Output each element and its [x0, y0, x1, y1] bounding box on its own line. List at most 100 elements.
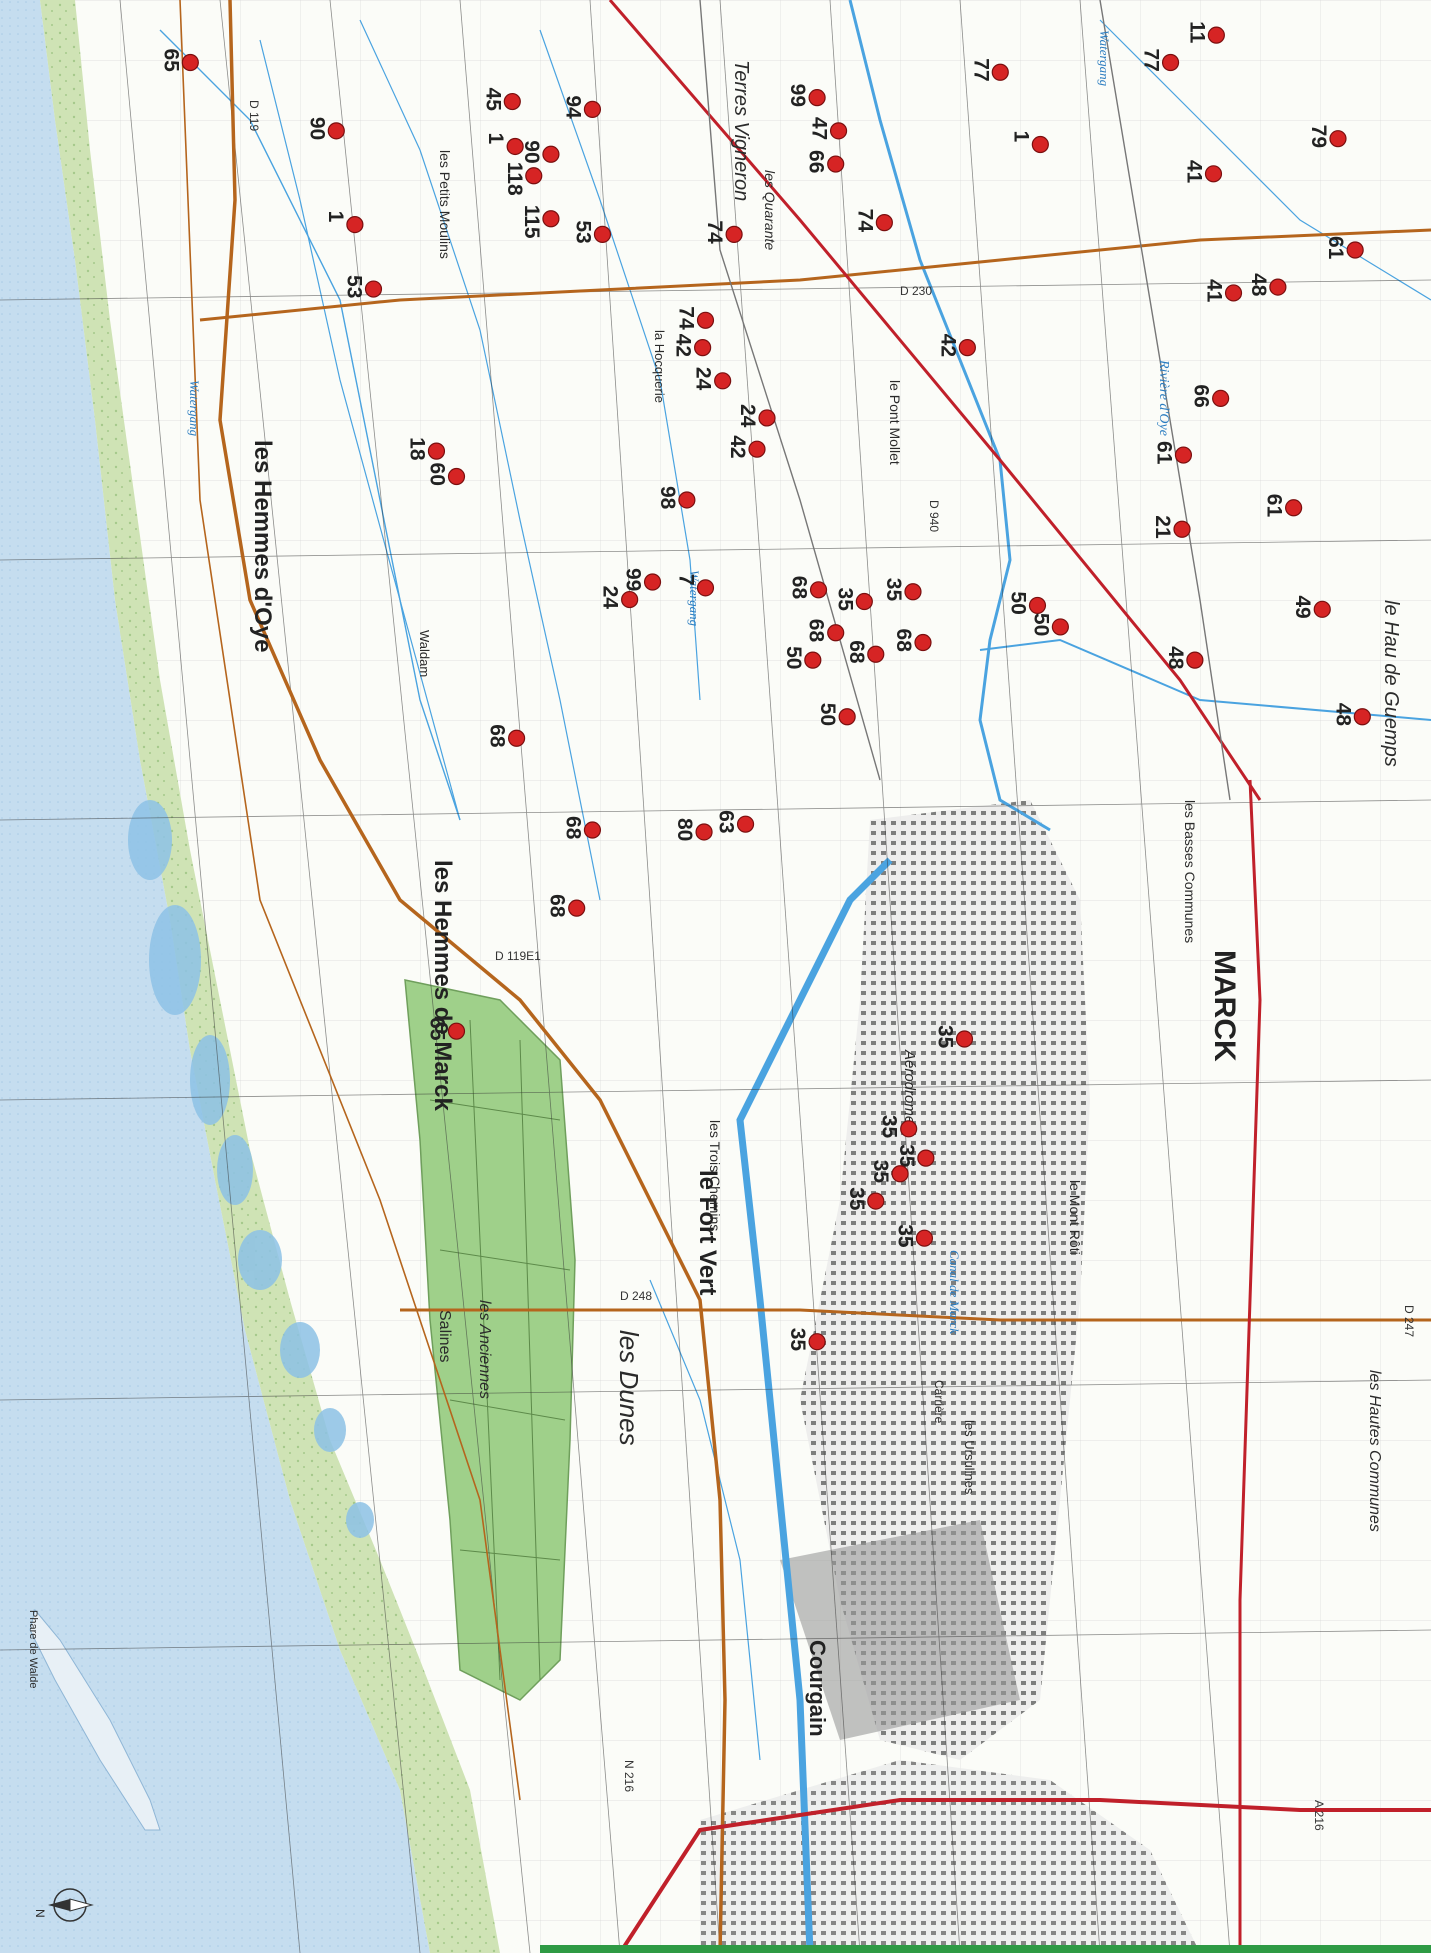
sample-point-marker[interactable]	[1028, 596, 1047, 615]
sample-point-marker[interactable]	[678, 491, 696, 509]
sample-point-marker[interactable]	[1346, 241, 1364, 259]
sample-point-marker[interactable]	[867, 1192, 885, 1210]
sample-point-marker[interactable]	[891, 1165, 909, 1183]
label-basses-communes: les Basses Communes	[1182, 800, 1198, 943]
label-petits-moulins: les Petits Moulins	[437, 150, 453, 259]
sample-point-label: 48	[1164, 646, 1187, 670]
sample-point-marker[interactable]	[506, 137, 524, 156]
sample-point-marker[interactable]	[542, 145, 560, 163]
sample-point-marker[interactable]	[1285, 499, 1303, 517]
sample-point-marker[interactable]	[364, 280, 383, 298]
sample-point-marker[interactable]	[855, 592, 873, 611]
sample-point-marker[interactable]	[838, 708, 856, 726]
sample-point-marker[interactable]	[427, 442, 446, 460]
sample-point-marker[interactable]	[808, 89, 826, 107]
sample-point-label: 35	[895, 1144, 918, 1168]
sample-point-marker[interactable]	[804, 651, 822, 669]
sample-point-marker[interactable]	[695, 823, 713, 841]
sample-point-marker[interactable]	[507, 729, 526, 747]
sample-point-marker[interactable]	[447, 467, 466, 486]
sample-point-marker[interactable]	[725, 225, 743, 243]
label-d247: D 247	[1402, 1305, 1416, 1337]
sample-point-marker[interactable]	[696, 579, 715, 597]
sample-point-label: 74	[703, 220, 726, 244]
sample-point-marker[interactable]	[1204, 165, 1223, 183]
sample-point-marker[interactable]	[1174, 446, 1193, 464]
sample-point-marker[interactable]	[447, 1022, 466, 1040]
sample-point-marker[interactable]	[955, 1030, 974, 1048]
sample-point-marker[interactable]	[346, 215, 364, 234]
sample-point-marker[interactable]	[621, 590, 639, 609]
sample-point-marker[interactable]	[1161, 53, 1180, 72]
sample-point-marker[interactable]	[714, 372, 732, 390]
sample-point-label: 41	[1203, 279, 1226, 303]
sample-point-label: 35	[893, 1224, 916, 1248]
sample-point-marker[interactable]	[1051, 618, 1069, 636]
sample-point-marker[interactable]	[542, 210, 560, 228]
sample-point-marker[interactable]	[829, 122, 848, 140]
sample-point-marker[interactable]	[1031, 135, 1049, 154]
sample-point-marker[interactable]	[736, 815, 755, 833]
sample-point-marker[interactable]	[827, 155, 845, 173]
sample-point-marker[interactable]	[904, 583, 922, 601]
sample-point-label: 18	[405, 437, 428, 461]
sample-point-marker[interactable]	[827, 624, 845, 642]
north-label: N	[33, 1909, 47, 1918]
sample-point-label: 35	[786, 1328, 809, 1352]
sample-point-marker[interactable]	[958, 339, 976, 357]
sample-point-marker[interactable]	[867, 645, 885, 663]
sample-point-marker[interactable]	[593, 225, 612, 243]
sample-point-marker[interactable]	[900, 1120, 918, 1138]
sand-bar	[29, 1608, 161, 1831]
sample-point-marker[interactable]	[503, 92, 521, 111]
sample-point-label: 77	[969, 58, 992, 81]
sample-point-marker[interactable]	[181, 53, 199, 72]
label-terres-vigneron: Terres Vigneron	[730, 60, 752, 201]
sample-point-marker[interactable]	[1212, 389, 1230, 408]
sample-point-marker[interactable]	[583, 100, 602, 118]
label-canal: Canal de Marck	[947, 1250, 962, 1334]
sample-point-marker[interactable]	[327, 122, 345, 140]
sample-point-label: 50	[1029, 613, 1052, 636]
sample-point-marker[interactable]	[1269, 278, 1287, 296]
label-salines: Salines	[436, 1310, 453, 1362]
sample-point-marker[interactable]	[1353, 708, 1371, 726]
sample-point-marker[interactable]	[875, 214, 893, 232]
sample-point-marker[interactable]	[758, 409, 776, 427]
sample-point-marker[interactable]	[525, 167, 543, 185]
label-d119e1: D 119E1	[495, 949, 541, 963]
sample-point-marker[interactable]	[694, 339, 712, 357]
north-arrow: N	[33, 1888, 94, 1922]
sample-point-marker[interactable]	[643, 573, 662, 591]
sample-point-marker[interactable]	[917, 1149, 935, 1167]
sample-point-label: 66	[805, 150, 828, 173]
sample-point-marker[interactable]	[1207, 26, 1225, 44]
sample-point-marker[interactable]	[915, 1229, 934, 1247]
sample-point-marker[interactable]	[1224, 284, 1243, 302]
sample-point-label: 48	[1331, 703, 1354, 727]
road-d248	[400, 1308, 1431, 1322]
frame-bottom-edge	[540, 1945, 1431, 1953]
sample-point-label: 61	[1324, 236, 1347, 260]
road-d940	[1238, 779, 1262, 1953]
roads	[179, 0, 1431, 1953]
sample-point-label: 1	[324, 211, 347, 223]
sample-point-marker[interactable]	[1329, 130, 1347, 148]
sample-point-marker[interactable]	[991, 63, 1009, 81]
label-anciennes: les Anciennes	[476, 1300, 493, 1399]
sample-point-marker[interactable]	[1173, 520, 1191, 538]
sample-point-marker[interactable]	[568, 899, 586, 917]
sample-point-marker[interactable]	[809, 581, 828, 599]
sample-point-marker[interactable]	[583, 821, 602, 839]
sample-point-label: 35	[933, 1025, 956, 1049]
label-d119: D 119	[247, 100, 261, 131]
sample-point-marker[interactable]	[1186, 651, 1204, 669]
sample-point-marker[interactable]	[1313, 600, 1331, 618]
sample-point-marker[interactable]	[748, 440, 766, 458]
sample-point-label: 35	[833, 588, 856, 612]
sample-point-label: 74	[853, 209, 876, 233]
label-hemmes-marck: les Hemmes de Marck	[429, 860, 456, 1111]
sample-point-marker[interactable]	[914, 633, 932, 652]
sample-point-marker[interactable]	[696, 311, 715, 329]
sample-point-marker[interactable]	[808, 1333, 826, 1351]
